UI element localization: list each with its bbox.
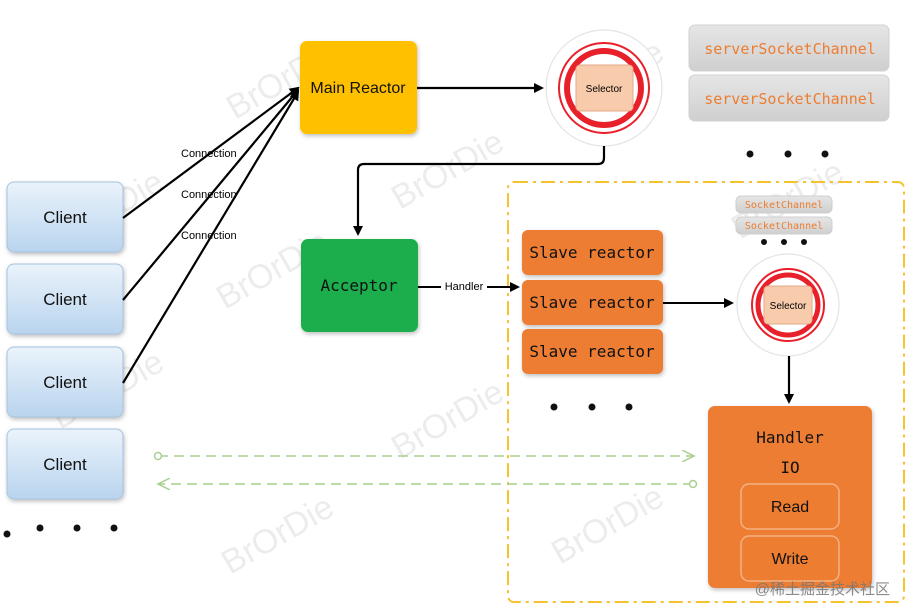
client-label: Client	[43, 208, 87, 227]
server-socket-channel-label: serverSocketChannel	[704, 90, 876, 108]
connection-label: Connection	[181, 148, 237, 160]
client-label: Client	[43, 455, 87, 474]
slave-reactor-label: Slave reactor	[529, 243, 655, 262]
main-reactor-label: Main Reactor	[310, 80, 406, 97]
connection-arrows: Connection Connection Connection	[122, 86, 300, 384]
client-label: Client	[43, 290, 87, 309]
watermark: BrOrDie	[545, 478, 670, 572]
watermark: BrOrDie	[385, 373, 510, 467]
socket-channel-stack: SocketChannel SocketChannel	[735, 195, 833, 245]
connection-arrow	[122, 88, 300, 301]
handler-label-bg	[441, 279, 487, 293]
selector-to-acceptor-arrow	[353, 146, 606, 236]
slave-reactor-box[interactable]: Slave reactor	[522, 280, 663, 325]
client-column: Client Client Client Client	[3, 181, 124, 538]
main-selector[interactable]: Selector	[545, 29, 663, 147]
handler-title: Handler	[756, 428, 824, 447]
acceptor-label: Acceptor	[320, 276, 397, 295]
slave-reactor-box[interactable]: Slave reactor	[522, 230, 663, 275]
read-label: Read	[771, 499, 809, 516]
acceptor-box[interactable]: Acceptor	[301, 239, 418, 332]
socket-channel[interactable]: SocketChannel	[735, 195, 833, 214]
io-flow-arrows	[158, 456, 694, 484]
server-socket-channel-label: serverSocketChannel	[704, 40, 876, 58]
ellipsis-dots	[3, 524, 118, 538]
client-label: Client	[43, 373, 87, 392]
socket-channel-label: SocketChannel	[745, 200, 823, 211]
ellipsis-dots	[550, 403, 633, 411]
selector-label: Selector	[770, 301, 807, 312]
socket-channel[interactable]: SocketChannel	[735, 216, 833, 235]
site-watermark: @稀土掘金技术社区	[755, 581, 890, 598]
connection-label: Connection	[181, 230, 237, 242]
write-box[interactable]: Write	[740, 535, 840, 582]
client-box[interactable]: Client	[6, 346, 124, 418]
client-box[interactable]: Client	[6, 428, 124, 500]
slave-reactor-box[interactable]: Slave reactor	[522, 329, 663, 374]
client-box[interactable]: Client	[6, 181, 124, 253]
read-box[interactable]: Read	[740, 483, 840, 530]
connection-arrow	[122, 86, 300, 219]
server-socket-channel[interactable]: serverSocketChannel	[688, 24, 890, 72]
connection-arrow	[122, 90, 300, 384]
slave-reactor-column: Slave reactor Slave reactor Slave reacto…	[522, 230, 663, 411]
main-reactor-box[interactable]: Main Reactor	[300, 41, 417, 134]
watermark: BrOrDie	[385, 123, 510, 217]
slave-reactor-label: Slave reactor	[529, 293, 655, 312]
handler-subtitle: IO	[780, 458, 799, 477]
client-box[interactable]: Client	[6, 263, 124, 335]
server-socket-channel[interactable]: serverSocketChannel	[688, 74, 890, 122]
connection-label: Connection	[181, 189, 237, 201]
ellipsis-dots	[746, 150, 829, 158]
slave-reactor-label: Slave reactor	[529, 342, 655, 361]
ellipsis-dots	[761, 239, 807, 245]
sub-selector[interactable]: Selector	[736, 253, 840, 357]
handler-arrow-label: Handler	[445, 281, 484, 293]
handler-io-block[interactable]: Handler IO Read Write	[708, 406, 872, 588]
sub-reactor-region	[507, 181, 905, 603]
selector-label: Selector	[586, 84, 623, 95]
socket-channel-label: SocketChannel	[745, 221, 823, 232]
server-channel-stack: serverSocketChannel serverSocketChannel	[688, 24, 890, 158]
write-label: Write	[771, 551, 808, 568]
watermark: BrOrDie	[215, 488, 340, 582]
